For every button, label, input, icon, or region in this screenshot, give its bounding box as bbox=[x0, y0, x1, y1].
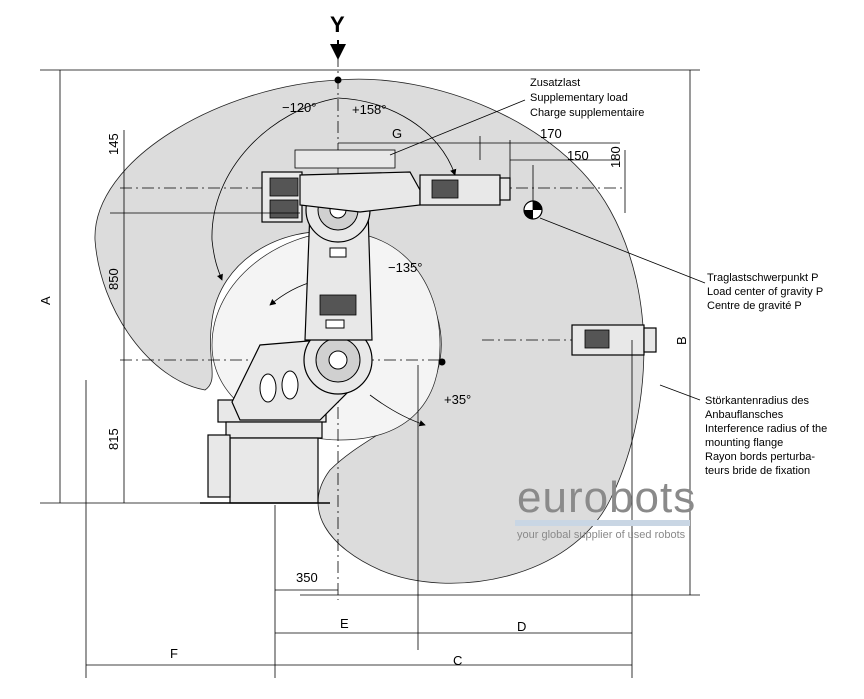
dim-F-label: F bbox=[170, 646, 178, 661]
note-supplementary-en: Supplementary load bbox=[530, 92, 628, 104]
dim-B-label: B bbox=[674, 336, 689, 345]
note-load-center-fr: Centre de gravité P bbox=[707, 300, 802, 312]
note-interference-3: Interference radius of the bbox=[705, 423, 827, 435]
dim-A-label: A bbox=[38, 296, 53, 305]
watermark-tagline: your global supplier of used robots bbox=[517, 529, 686, 541]
top-point bbox=[334, 76, 342, 84]
dim-145-label: 145 bbox=[106, 133, 121, 155]
note-load-center-de: Traglastschwerpunkt P bbox=[707, 272, 818, 284]
robot-wrist-extended bbox=[571, 324, 657, 356]
robot-lower-joint bbox=[231, 325, 373, 421]
dim-815-label: 815 bbox=[106, 428, 121, 450]
dim-180-label: 180 bbox=[608, 146, 623, 168]
angle-minus-135: −135° bbox=[388, 260, 422, 275]
swing-arc-right bbox=[337, 97, 457, 176]
note-interference-4: mounting flange bbox=[705, 437, 783, 449]
leader-load-center bbox=[539, 217, 706, 284]
note-interference-5: Rayon bords perturba- bbox=[705, 451, 815, 463]
dim-D-label: D bbox=[517, 619, 526, 634]
note-interference-2: Anbauflansches bbox=[705, 409, 784, 421]
view-label-Y: Y bbox=[330, 12, 345, 37]
note-load-center-en: Load center of gravity P bbox=[707, 286, 823, 298]
note-interference-1: Störkantenradius des bbox=[705, 395, 809, 407]
dim-150-label: 150 bbox=[567, 148, 589, 163]
leader-supplementary bbox=[389, 99, 526, 156]
swing-arc-left bbox=[211, 97, 339, 281]
angle-plus-158: +158° bbox=[352, 102, 386, 117]
robot-arm-link bbox=[304, 209, 373, 341]
dim-170-label: 170 bbox=[540, 126, 562, 141]
dim-G-label: G bbox=[392, 126, 402, 141]
note-supplementary-de: Zusatzlast bbox=[530, 77, 580, 89]
watermark-band bbox=[515, 520, 690, 526]
robot-forearm bbox=[294, 149, 511, 213]
watermark-brand: eurobots bbox=[517, 473, 696, 522]
dim-E-label: E bbox=[340, 616, 349, 631]
arc-low bbox=[369, 394, 426, 427]
dim-850-label: 850 bbox=[106, 268, 121, 290]
angle-plus-35: +35° bbox=[444, 392, 471, 407]
leader-interference bbox=[659, 384, 701, 401]
reach-point bbox=[438, 358, 446, 366]
note-interference-6: teurs bride de fixation bbox=[705, 465, 810, 477]
angle-minus-120: −120° bbox=[282, 100, 316, 115]
dim-C-label: C bbox=[453, 653, 462, 668]
supplementary-load-block bbox=[294, 149, 396, 169]
note-supplementary-fr: Charge supplementaire bbox=[530, 107, 644, 119]
dim-350-label: 350 bbox=[296, 570, 318, 585]
